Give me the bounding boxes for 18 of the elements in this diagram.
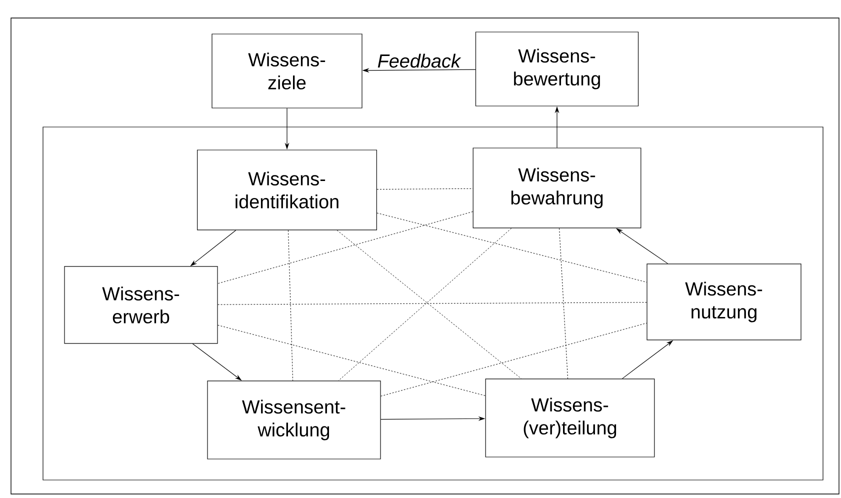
dotted-line [380,322,647,396]
process-box: Wissens- bewahrung [472,148,642,228]
dotted-line [376,188,474,190]
process-box: Wissensent- wicklung [207,380,381,460]
process-box: Wissens- nutzung [646,264,802,340]
process-box: Wissens- bewertung [475,32,639,106]
dotted-line [218,324,486,396]
dotted-line [559,228,568,379]
edge-label: Feedback [376,52,462,69]
dotted-line [218,211,474,284]
dotted-line [288,230,294,381]
frame-box [42,126,824,480]
process-box: Wissens- (ver)teilung [485,378,655,458]
dotted-line [218,302,647,305]
process-box: Wissens- identifikation [197,150,377,230]
process-box: Wissens- erwerb [64,266,218,344]
dotted-line [376,212,647,282]
process-box: Wissens- ziele [212,34,362,108]
